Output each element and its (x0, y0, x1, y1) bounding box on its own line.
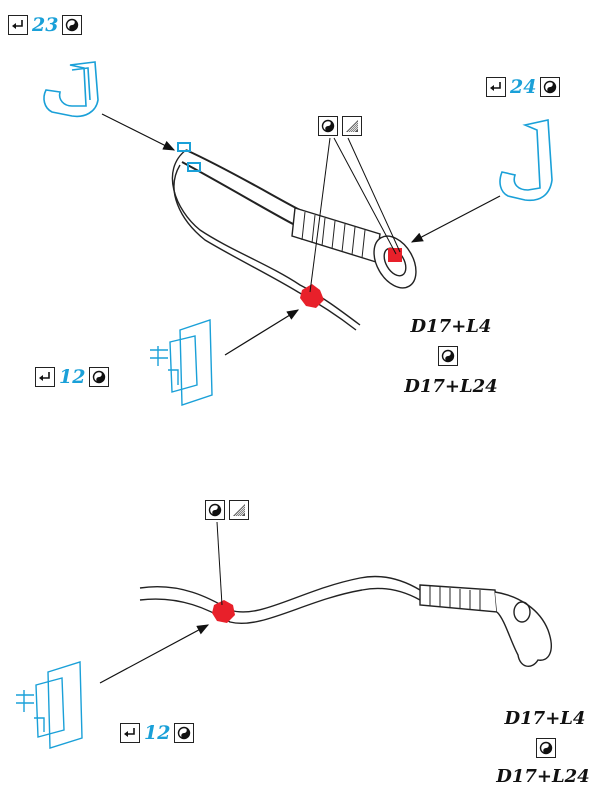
lower-harness (139, 575, 552, 667)
leader-line-lower (216, 521, 223, 606)
callout-number: 24 (510, 76, 537, 98)
ground-icon (62, 15, 83, 35)
callout-number: 12 (59, 366, 86, 388)
remove-icon (8, 15, 28, 35)
clip-23-icon (43, 61, 99, 118)
reference-line2: D17+L24 (496, 766, 590, 787)
icon-pair-upper (318, 116, 362, 136)
callout-12-lower: 12 (120, 722, 195, 744)
grease-icon (342, 116, 362, 136)
arrow-clip-24 (410, 195, 501, 243)
reference-line2: D17+L24 (404, 376, 498, 397)
arrow-clip-23 (101, 113, 176, 151)
ground-icon (174, 723, 195, 743)
reference-line1: D17+L4 (504, 708, 586, 729)
leader-line (347, 137, 401, 253)
clip-point-marker (300, 284, 324, 308)
ground-icon (540, 77, 561, 97)
remove-icon (35, 367, 55, 387)
clip-marker-blue (177, 142, 191, 152)
grease-icon (229, 500, 249, 520)
clip-marker-blue-2 (187, 162, 201, 172)
callout-number: 12 (144, 722, 171, 744)
ground-icon (536, 738, 556, 758)
ground-point-marker (388, 248, 402, 262)
remove-icon (486, 77, 506, 97)
reference-line1: D17+L4 (410, 316, 492, 337)
callout-12-upper: 12 (35, 366, 110, 388)
ground-icon (438, 346, 458, 366)
icon-pair-lower (205, 500, 249, 520)
ground-icon (205, 500, 225, 520)
clip-point-marker-lower (212, 600, 235, 623)
leader-line (333, 137, 397, 255)
arrow-connector-12-lower (99, 624, 210, 684)
clip-24-icon (499, 119, 553, 202)
callout-number: 23 (32, 14, 59, 36)
upper-harness (171, 149, 417, 331)
arrow-connector-12 (224, 309, 300, 356)
ground-icon (89, 367, 110, 387)
connector-12-icon (150, 319, 213, 406)
leader-line (309, 137, 331, 293)
connector-12-icon-lower (16, 661, 83, 749)
callout-23: 23 (8, 14, 83, 36)
ground-icon (318, 116, 338, 136)
remove-icon (120, 723, 140, 743)
callout-24: 24 (486, 76, 561, 98)
